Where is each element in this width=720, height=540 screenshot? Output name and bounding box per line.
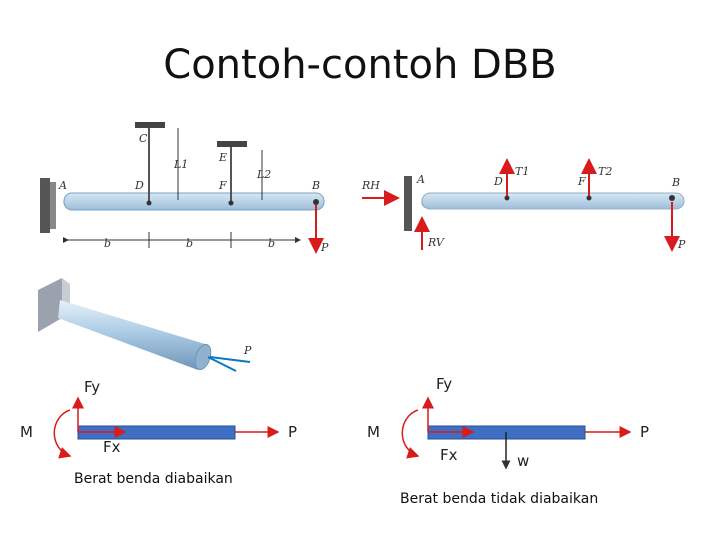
diagram-top-left: C L1 E L2 A D F B P b b b: [40, 122, 329, 254]
cantilever-rod: [58, 300, 205, 370]
label-l1: L1: [173, 158, 188, 171]
label-f-right: F: [577, 175, 586, 188]
beam-top-left: [63, 192, 325, 211]
fbd-left: Fy M Fx P Berat benda diabaikan: [20, 378, 297, 487]
fbd-left-moment-arrow: [53, 409, 72, 459]
fbd-left-fx-label: Fx: [103, 438, 121, 456]
label-a: A: [58, 179, 67, 192]
fbd-right-caption: Berat benda tidak diabaikan: [400, 491, 598, 507]
label-e: E: [218, 151, 227, 164]
label-f: F: [218, 179, 227, 192]
cantilever-load-arrow: [207, 356, 237, 372]
label-rh: RH: [361, 179, 380, 192]
label-b1: b: [104, 237, 111, 250]
fbd-right-m-label: M: [367, 423, 380, 441]
label-d: D: [134, 179, 144, 192]
fbd-right: Fy M Fx w P Berat benda tidak diabaikan: [367, 375, 649, 507]
label-p-right: P: [677, 238, 686, 251]
label-t1: T1: [515, 165, 529, 178]
label-p-cantilever: P: [243, 344, 252, 357]
label-c: C: [139, 132, 148, 145]
fbd-left-caption: Berat benda diabaikan: [74, 471, 233, 487]
fbd-left-p-label: P: [288, 423, 297, 441]
page-title: Contoh-contoh DBB: [163, 42, 557, 88]
fbd-right-p-label: P: [640, 423, 649, 441]
label-b3: b: [268, 237, 275, 250]
label-p: P: [320, 241, 329, 254]
fbd-right-w-label: w: [517, 452, 529, 470]
label-rv: RV: [427, 236, 445, 249]
label-l2: L2: [256, 168, 271, 181]
label-b2: b: [186, 237, 193, 250]
fbd-right-fx-label: Fx: [440, 446, 458, 464]
diagram-top-right: RH RV A D T1 F T2 B P: [361, 158, 686, 252]
wall-support: [40, 178, 50, 233]
cantilever-wall: [38, 278, 62, 332]
label-b-right: B: [671, 176, 680, 189]
fbd-right-moment-arrow: [401, 409, 420, 459]
fbd-right-fy-label: Fy: [436, 375, 452, 393]
wall-support-right: [404, 176, 412, 231]
fbd-left-fy-label: Fy: [84, 378, 100, 396]
label-t2: T2: [598, 165, 612, 178]
label-b: B: [311, 179, 320, 192]
label-a-right: A: [416, 173, 425, 186]
fbd-left-m-label: M: [20, 423, 33, 441]
label-d-right: D: [493, 175, 503, 188]
diagram-cantilever: P: [38, 278, 252, 372]
beam-top-right: [421, 192, 685, 210]
